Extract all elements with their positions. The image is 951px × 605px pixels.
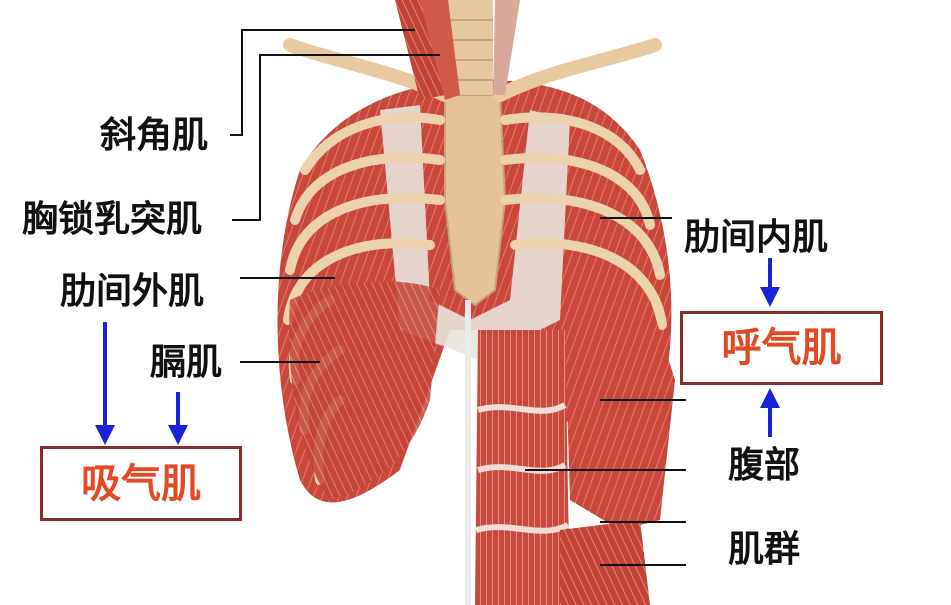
label-muscle-group: 肌群 (728, 529, 801, 570)
inspiratory-muscles-box: 吸气肌 (40, 446, 242, 521)
sternum (444, 94, 507, 307)
transverse-abdominis (560, 520, 650, 605)
sternocleidomastoid-muscle (420, 0, 460, 100)
oblique-muscle (565, 300, 675, 530)
label-sternocleidomastoid: 胸锁乳突肌 (22, 199, 203, 240)
label-scalene: 斜角肌 (100, 115, 209, 156)
scalene-leader (230, 29, 415, 136)
label-abdominal: 腹部 (728, 445, 801, 486)
label-diaphragm: 膈肌 (150, 342, 223, 383)
label-external-intercostal: 肋间外肌 (60, 271, 205, 312)
scalene-muscle (395, 0, 445, 100)
inspiratory-muscles-label: 吸气肌 (81, 460, 201, 507)
right-ribs (500, 112, 667, 330)
diaphragm-muscle (289, 281, 440, 500)
expiratory-muscles-label: 呼气肌 (721, 325, 842, 371)
sternocleidomastoid-leader (232, 54, 440, 221)
expiratory-muscles-box: 呼气肌 (680, 311, 883, 385)
label-internal-intercostal: 肋间内肌 (684, 217, 829, 258)
right-clavicle (493, 38, 662, 102)
